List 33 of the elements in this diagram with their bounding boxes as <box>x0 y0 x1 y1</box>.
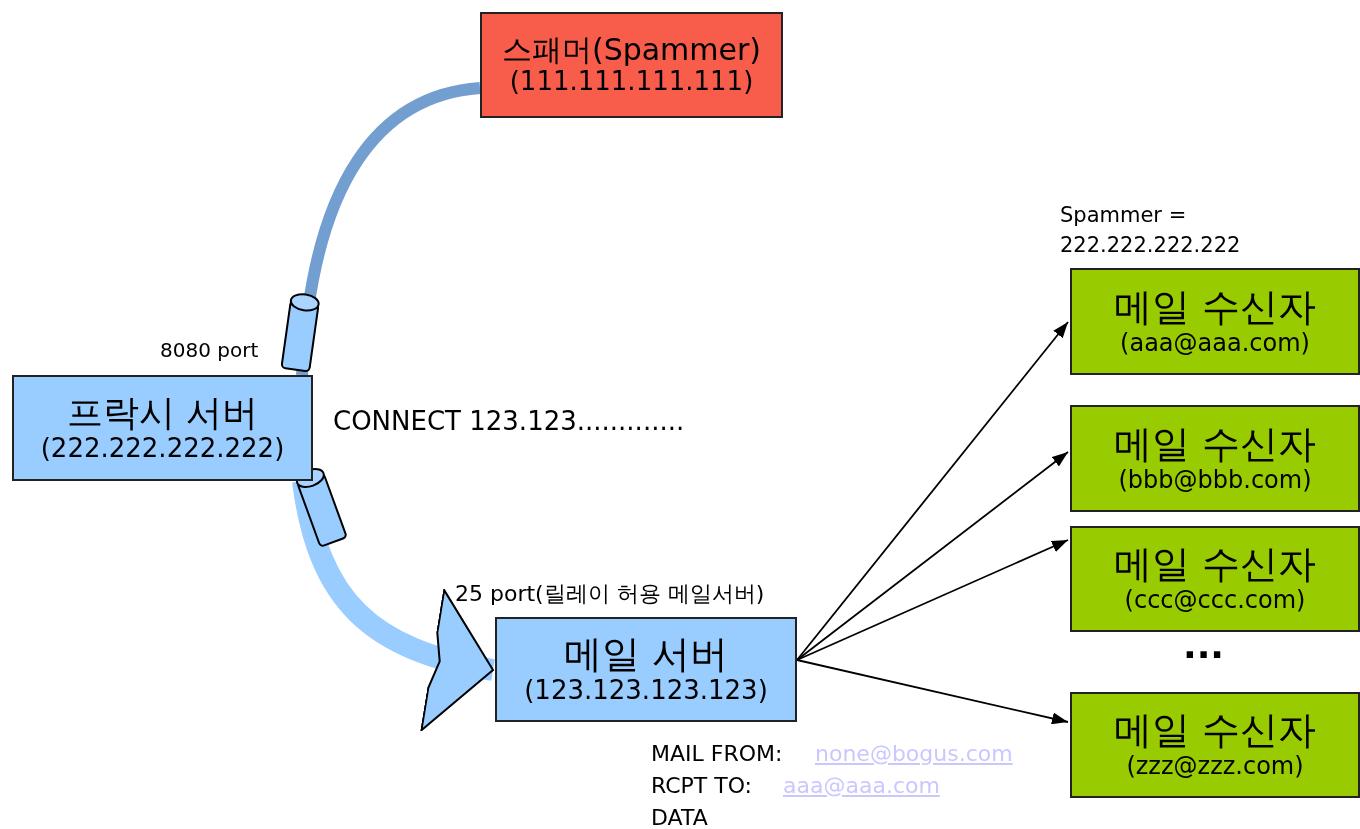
arrow <box>796 659 1069 725</box>
port-label: 25 port(릴레이 허용 메일서버) <box>455 580 766 608</box>
recipient-box <box>1070 692 1360 798</box>
box-subtitle: (ccc@ccc.com) <box>1124 587 1306 615</box>
box-subtitle: (aaa@aaa.com) <box>1120 329 1310 358</box>
mail-server-box <box>495 617 797 722</box>
smtp-command: MAIL FROM: <box>651 740 783 768</box>
smtp-command: RCPT TO: <box>651 772 753 800</box>
recipient-box <box>1070 405 1360 512</box>
box-title: 메일 수신자 <box>1113 285 1317 330</box>
recipient-box <box>1070 268 1360 375</box>
box-title: 메일 서버 <box>563 632 729 677</box>
box-title: 메일 수신자 <box>1113 543 1317 588</box>
box-subtitle: (zzz@zzz.com) <box>1126 753 1304 781</box>
smtp-command: DATA <box>651 804 708 829</box>
box-title: 프락시 서버 <box>66 392 259 434</box>
box-subtitle: (bbb@bbb.com) <box>1118 466 1312 495</box>
box-subtitle: (111.111.111.111) <box>509 67 754 98</box>
box-subtitle: (222.222.222.222) <box>40 433 285 464</box>
spammer-box <box>480 12 783 118</box>
box-title: 메일 수신자 <box>1113 709 1317 754</box>
arrow <box>796 321 1069 661</box>
arrow <box>796 451 1069 661</box>
box-title: 메일 수신자 <box>1113 422 1317 467</box>
command-text: CONNECT 123.123............. <box>333 405 685 438</box>
arrow <box>796 539 1069 661</box>
recipient-box <box>1070 526 1360 632</box>
proxy-server-box <box>12 375 313 481</box>
box-title: 스패머(Spammer) <box>501 32 762 68</box>
note-text: Spammer = 222.222.222.222 <box>1060 202 1242 260</box>
port-label: 8080 port <box>160 337 259 364</box>
box-subtitle: (123.123.123.123) <box>524 676 768 707</box>
ellipsis-dots: ... <box>1183 628 1225 664</box>
